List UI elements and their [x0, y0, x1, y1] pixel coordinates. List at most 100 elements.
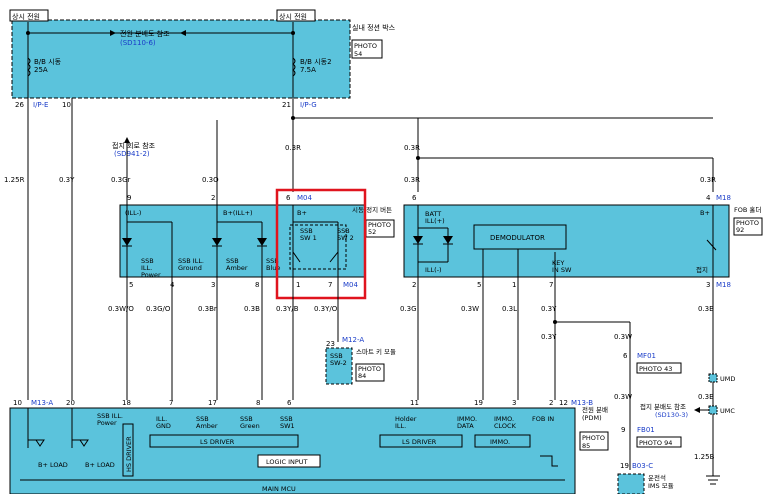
ground-ref-sd[interactable]: (SD941-2) [114, 150, 150, 158]
ill-minus-label: (ILL-) [125, 209, 141, 217]
immo-box [474, 434, 531, 448]
load-arrow-icon [35, 439, 45, 447]
ssb-switch-module [119, 204, 366, 278]
pin-q1: 1 [512, 281, 516, 289]
ground-pt-ref[interactable]: (SD130-3) [655, 411, 688, 419]
fob-switch [706, 239, 717, 251]
pdm-desc: 전원 분배(PDM) [582, 405, 608, 422]
pin-q3: 3 [706, 281, 710, 289]
w-03B-c: 0.3B [698, 393, 714, 401]
pin-3: 3 [211, 281, 215, 289]
photo43: PHOTO 43 [639, 365, 672, 373]
ground-ref[interactable]: 접지 회로 참조 [112, 141, 156, 150]
umd-node [708, 373, 718, 383]
ls-driver1-box [149, 434, 299, 448]
b-pin-17: 17 [208, 399, 217, 407]
fuse-box-desc: 실내 정션 박스 [352, 23, 396, 32]
pin-q7: 7 [549, 281, 553, 289]
b-pin-3: 3 [512, 399, 516, 407]
umc: UMC [720, 407, 735, 415]
w-03WO: 0.3W/O [108, 305, 134, 313]
pdm-photo-box [579, 431, 609, 451]
w-03W: 0.3W [461, 305, 479, 313]
fuse-pin-10: 10 [62, 101, 71, 109]
b03c-pin: 19 [620, 462, 629, 470]
pin-4: 4 [706, 194, 711, 202]
b03c: B03-C [632, 462, 653, 470]
top-right-tag-box [276, 9, 316, 22]
arrow-up-icon [124, 137, 130, 143]
fuse2-symbol [292, 57, 296, 77]
pin-q5: 5 [477, 281, 481, 289]
fuse1-amp: 25A [34, 66, 48, 74]
b-pin-2: 2 [549, 399, 553, 407]
w-03W-b: 0.3W [614, 333, 632, 341]
demodulator-box [473, 224, 567, 250]
wire-label-03O: 0.3O [202, 176, 219, 184]
conn-photo-box [355, 363, 385, 382]
wire-label-03Gr: 0.3Gr [111, 176, 131, 184]
ground-pt[interactable]: 접지 분배도 참조 [640, 402, 686, 411]
top-left-tag: 상시 전원 [12, 12, 40, 21]
pin-9: 9 [127, 194, 131, 202]
fob-b-plus: B+ [700, 209, 710, 217]
wire-label-03R-c: 0.3R [404, 176, 420, 184]
mod-immo-data: IMMO.DATA [457, 415, 477, 430]
junction-dot [553, 320, 557, 324]
fuse1-symbol [27, 57, 31, 77]
b-pin-19: 19 [474, 399, 483, 407]
w-03W-c: 0.3W [614, 393, 632, 401]
b-plus-load2: B+ LOAD [85, 461, 115, 469]
wire-label-03Y: 0.3Y [59, 176, 75, 184]
ls-driver2: LS DRIVER [402, 438, 437, 446]
hs-driver-box [122, 423, 134, 477]
mod-ill-gnd: ILL.GND [156, 415, 171, 430]
junction-dot [291, 116, 295, 120]
junction-dot [416, 156, 420, 160]
led-amber-icon [212, 238, 222, 246]
pin-2: 2 [211, 194, 215, 202]
led-batt-icon [413, 236, 423, 244]
conn-m12a-pin: 23 [326, 340, 335, 348]
logic-input: LOGIC INPUT [266, 458, 308, 466]
fuse-box-link[interactable]: 전원 분배도 참조 [120, 29, 170, 38]
ssb-ill-ground: SSB ILL.Ground [178, 257, 204, 272]
fob-in-signal [540, 455, 558, 467]
mod-ssb-ill-power: SSB ILL.Power [97, 412, 123, 427]
main-mcu: MAIN MCU [262, 485, 296, 493]
mf01-pin: 6 [623, 352, 628, 360]
immo: IMMO. [490, 438, 510, 446]
fb01-pin: 9 [621, 426, 625, 434]
wire-label-03R-a: 0.3R [285, 144, 301, 152]
top-left-tag-box [9, 9, 49, 22]
b-pin-11: 11 [410, 399, 419, 407]
fuse-box-photo-box [351, 39, 383, 59]
b-plus-ill-label: B+(ILL+) [223, 209, 253, 217]
fob-desc: FOB 홀더 [734, 205, 761, 214]
fuse-box-link-ref[interactable]: (SD110-6) [120, 39, 156, 47]
b-pin-18: 18 [122, 399, 131, 407]
pin-q2: 2 [412, 281, 416, 289]
w-03YB: 0.3Y/B [276, 305, 299, 313]
ls-driver2-box [379, 434, 463, 448]
fuse-pin-21: 21 [282, 101, 291, 109]
led-power-icon [122, 238, 132, 246]
w-03B-b: 0.3B [698, 305, 714, 313]
b-plus-label: B+ [297, 209, 307, 217]
conn-desc: 스마트 키 모듈 [356, 347, 396, 356]
b-pin-6: 6 [287, 399, 292, 407]
fuse-conn-ip-e: I/P-E [33, 101, 48, 109]
conn-m12a: M12-A [342, 336, 364, 344]
w-03B: 0.3B [244, 305, 260, 313]
conn-m13a: M13-A [31, 399, 53, 407]
